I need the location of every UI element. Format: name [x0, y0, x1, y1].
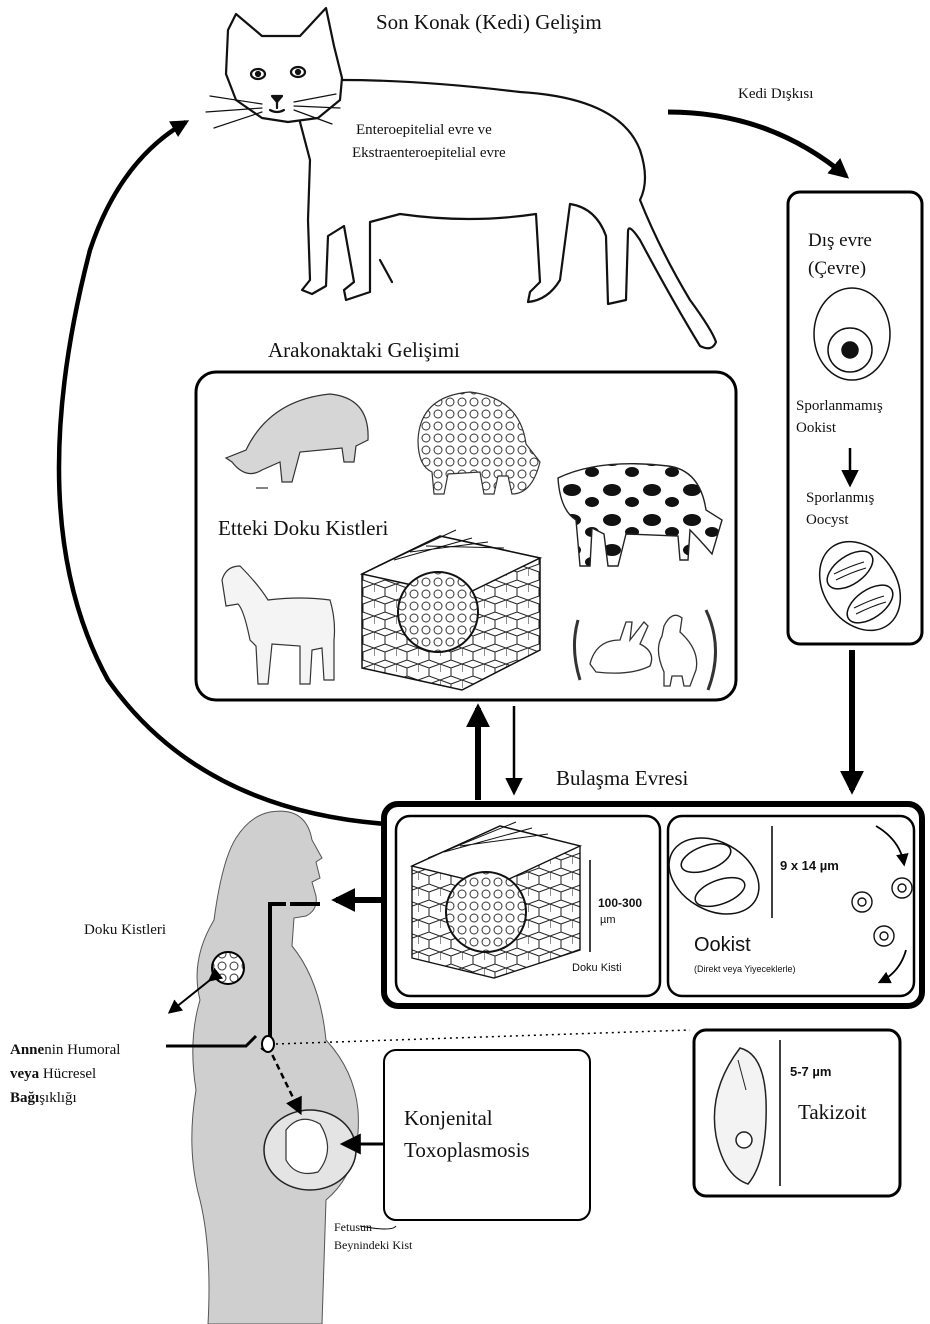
congenital-line1: Konjenital	[404, 1106, 493, 1131]
sporulated-label-line1: Sporlanmış	[806, 490, 874, 507]
cat-stage-line1: Enteroepitelial evre ve	[356, 122, 492, 139]
oocyst-title: Ookist	[694, 934, 751, 957]
fetus-brain-cyst-line2: Beynindeki Kist	[334, 1238, 412, 1253]
human-tissue-cysts-label: Doku Kistleri	[84, 922, 166, 939]
external-stage-title-line1: Dış evre	[808, 230, 872, 252]
unsporulated-label-line2: Ookist	[796, 420, 836, 437]
intermediate-title: Arakonaktaki Gelişimi	[268, 338, 460, 363]
cyst-size-label: 100-300	[598, 896, 642, 910]
immunity-line1: Annenin Humoral	[10, 1042, 120, 1059]
unsporulated-label-line1: Sporlanmamış	[796, 398, 883, 415]
transmission-title: Bulaşma Evresi	[556, 766, 688, 791]
cat-illustration	[206, 8, 716, 348]
fetus-brain-cyst-line1: Fetusun	[334, 1220, 372, 1235]
pregnant-woman-illustration	[170, 811, 358, 1324]
oocyst-size-label: 9 x 14 µm	[780, 858, 839, 873]
sporulated-label-line2: Oocyst	[806, 512, 849, 529]
tachyzoite-size-label: 5-7 µm	[790, 1064, 831, 1079]
tachyzoite-label: Takizoit	[798, 1100, 867, 1125]
congenital-line2: Toxoplasmosis	[404, 1138, 530, 1163]
cat-stage-line2: Ekstraenteroepitelial evre	[352, 145, 506, 162]
meat-tissue-cysts-label: Etteki Doku Kistleri	[218, 516, 388, 541]
oocyst-note: (Direkt veya Yiyeceklerle)	[694, 964, 796, 974]
feces-label: Kedi Dışkısı	[738, 86, 813, 103]
immunity-line2: veya Hücresel	[10, 1066, 96, 1083]
dotted-connector-to-tachyzoite	[276, 1030, 690, 1044]
arrow-feces-to-environment	[668, 112, 846, 176]
tissue-cyst-caption: Doku Kisti	[572, 962, 622, 974]
congenital-box	[384, 1050, 590, 1220]
cyst-size-unit: µm	[600, 914, 616, 926]
cat-section-title: Son Konak (Kedi) Gelişim	[376, 10, 602, 35]
immunity-line3: Bağışıklığı	[10, 1090, 77, 1107]
external-stage-title-line2: (Çevre)	[808, 258, 866, 280]
